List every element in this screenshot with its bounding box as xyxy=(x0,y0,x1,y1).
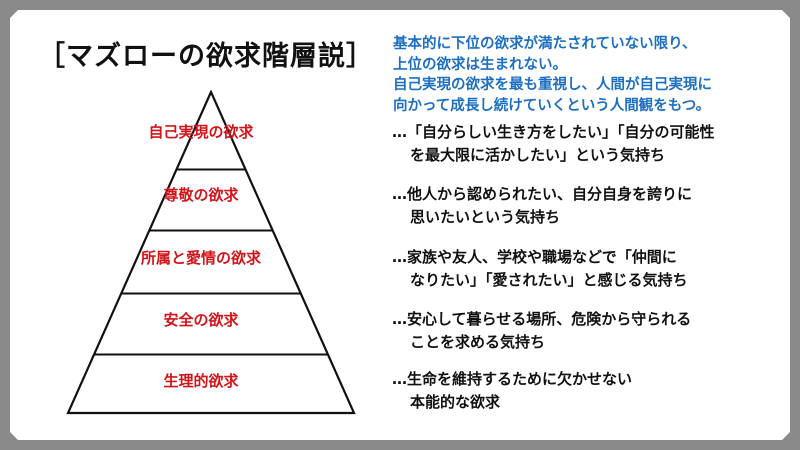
level-description-esteem: …他人から認められたい、自分自身を誇りに 思いたいという気持ち xyxy=(392,183,692,229)
note-line: 自己実現の欲求を最も重視し、人間が自己実現に xyxy=(393,77,712,93)
description-line: …「自分らしい生き方をしたい」「自分の可能性 xyxy=(392,123,715,141)
level-description-physiological: …生命を維持するために欠かせない 本能的な欲求 xyxy=(392,368,632,414)
page-title: ［マズローの欲求階層説］ xyxy=(38,41,374,72)
description-line: なりたい」「愛されたい」と感じる気持ち xyxy=(410,271,688,289)
board-corner xyxy=(782,10,790,18)
description-line: …家族や友人、学校や職場などで「仲間に xyxy=(392,248,677,266)
level-description-safety: …安心して暮らせる場所、危険から守られる ことを求める気持ち xyxy=(392,308,691,354)
pyramid-level-self-actualization: 自己実現の欲求 xyxy=(148,123,254,141)
description-line: 本能的な欲求 xyxy=(410,393,501,411)
pyramid-diagram xyxy=(66,90,356,415)
theory-note: 基本的に下位の欲求が満たされていない限り、 上位の欲求は生まれない。 自己実現の… xyxy=(393,34,712,116)
description-line: を最大限に活かしたい」という気持ち xyxy=(410,146,666,164)
pyramid-level-physiological: 生理的欲求 xyxy=(163,372,239,390)
board-corner xyxy=(10,432,18,440)
board-corner xyxy=(782,432,790,440)
level-description-belonging: …家族や友人、学校や職場などで「仲間に なりたい」「愛されたい」と感じる気持ち xyxy=(392,246,688,292)
pyramid-level-esteem: 尊敬の欲求 xyxy=(163,186,239,204)
note-line: 上位の欲求は生まれない。 xyxy=(393,56,567,73)
pyramid-outline xyxy=(66,90,356,415)
note-line: 向かって成長し続けていくという人間観をもつ。 xyxy=(393,97,711,114)
level-description-self-actualization: …「自分らしい生き方をしたい」「自分の可能性 を最大限に活かしたい」という気持ち xyxy=(392,121,715,167)
board-corner xyxy=(10,10,18,18)
description-line: 思いたいという気持ち xyxy=(410,208,561,226)
board: ［マズローの欲求階層説］ 自己実現の欲求 尊敬の欲求 所属と愛情の欲求 安全の欲… xyxy=(10,10,790,440)
pyramid-level-belonging: 所属と愛情の欲求 xyxy=(140,249,261,267)
description-line: ことを求める気持ち xyxy=(410,333,546,351)
description-line: …他人から認められたい、自分自身を誇りに xyxy=(392,185,693,203)
description-line: …安心して暮らせる場所、危険から守られる xyxy=(392,310,692,328)
description-line: …生命を維持するために欠かせない xyxy=(392,370,633,388)
pyramid-level-safety: 安全の欲求 xyxy=(163,311,239,329)
note-line: 基本的に下位の欲求が満たされていない限り、 xyxy=(393,36,697,52)
